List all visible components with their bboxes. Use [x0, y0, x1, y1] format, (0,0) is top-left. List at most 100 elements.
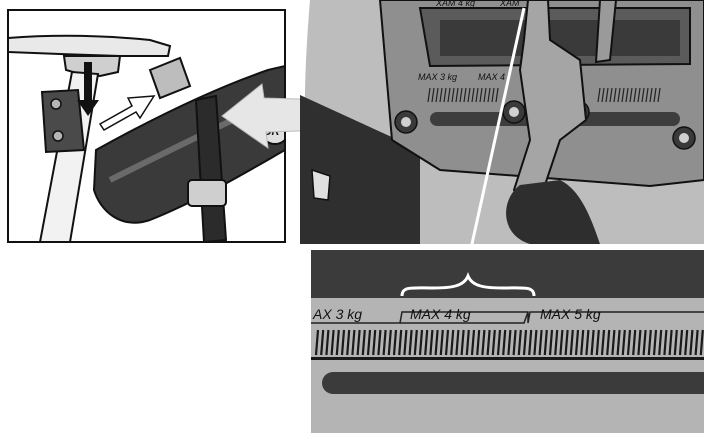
seat-tube	[300, 95, 420, 244]
scale-tick	[429, 329, 434, 356]
scale-tick	[538, 329, 543, 356]
scale-tick	[548, 329, 554, 356]
scale-tick	[434, 329, 439, 356]
scale-tick	[647, 329, 652, 356]
saddle	[8, 34, 172, 57]
scale-step-outline	[311, 311, 704, 324]
plate-tick-scale	[427, 87, 661, 103]
scale-tick	[351, 329, 356, 356]
screw-icon	[672, 126, 696, 150]
scale-tick	[585, 329, 590, 356]
scale-tick	[403, 329, 408, 356]
scale-tick	[699, 329, 704, 356]
scale-tick	[408, 329, 413, 356]
scale-tick	[517, 329, 522, 356]
scale-label-5kg: MAX 5 kg	[540, 306, 601, 322]
scale-tick	[621, 329, 626, 356]
mount-plate-panel: XAM 4 kg XAM MAX 3 kg MAX 4	[300, 0, 704, 244]
scale-tick	[424, 329, 429, 356]
scale-tick	[678, 329, 684, 356]
scale-tick	[611, 329, 616, 356]
plate-top-label: XAM 4 kg	[435, 0, 475, 8]
scale-tick	[356, 329, 361, 356]
bag-rail	[148, 56, 192, 100]
plate-scale-label: MAX 4	[478, 72, 505, 82]
screw-icon	[394, 110, 418, 134]
scale-tick	[689, 329, 694, 356]
scale-tick	[658, 329, 663, 356]
scale-tick	[340, 329, 346, 356]
scale-tick	[590, 329, 595, 356]
scale-tick	[616, 329, 621, 356]
scale-tick	[668, 329, 673, 356]
scale-tick	[637, 329, 642, 356]
scale-tick	[465, 329, 470, 356]
scale-tick	[361, 329, 366, 356]
plate-scale-label: MAX 3 kg	[418, 72, 457, 82]
scale-label-3kg: AX 3 kg	[312, 306, 362, 322]
seatpost-strap-block	[40, 88, 86, 154]
scale-tick	[335, 329, 340, 356]
scale-tick	[580, 329, 585, 356]
scale-tick	[325, 329, 330, 356]
detail-slot	[322, 372, 704, 394]
scale-tick	[569, 329, 574, 356]
scale-tick	[652, 329, 658, 356]
scale-tick	[507, 329, 512, 356]
scale-tick	[366, 329, 372, 356]
scale-tick	[450, 329, 455, 356]
scale-tick	[663, 329, 668, 356]
scale-tick	[496, 329, 502, 356]
scale-tick	[382, 329, 387, 356]
scale-detail-panel: AX 3 kg MAX 4 kg MAX 5 kg	[311, 250, 704, 433]
scale-tick	[559, 329, 564, 356]
scale-tick	[481, 329, 486, 356]
scale-tick	[387, 329, 392, 356]
scale-tick	[564, 329, 569, 356]
scale-tick	[528, 329, 533, 356]
scale-tick	[606, 329, 611, 356]
small-clip	[311, 168, 331, 201]
scale-tick	[491, 329, 496, 356]
scale-tick	[595, 329, 600, 356]
scale-step-highlight	[400, 311, 529, 324]
scale-tick	[626, 329, 632, 356]
scale-tick	[418, 329, 424, 356]
scale-tick	[600, 329, 606, 356]
strap-hook	[506, 180, 600, 244]
down-arrow-icon	[77, 62, 99, 116]
screw-icon	[502, 100, 526, 124]
scale-tick	[455, 329, 460, 356]
scale-tick	[314, 329, 320, 356]
scale-tick	[330, 329, 335, 356]
scale-ticks	[314, 329, 704, 356]
scale-tick	[320, 329, 325, 356]
scale-tick	[413, 329, 418, 356]
scale-tick	[632, 329, 637, 356]
scale-tick	[470, 329, 476, 356]
scale-tick	[502, 329, 507, 356]
scale-tick	[486, 329, 491, 356]
detail-pointer-line	[466, 7, 526, 263]
scale-tick	[522, 329, 528, 356]
scale-label-4kg: MAX 4 kg	[410, 306, 471, 322]
clamp-lever-shadow	[594, 0, 618, 64]
highlight-bracket	[400, 271, 536, 297]
scale-tick	[684, 329, 689, 356]
scale-tick	[673, 329, 678, 356]
bolt-icon	[50, 98, 62, 110]
scale-base-line	[311, 357, 704, 360]
scale-tick	[372, 329, 377, 356]
scale-tick	[476, 329, 481, 356]
scale-tick	[392, 329, 398, 356]
plate-top-label: XAM	[499, 0, 520, 8]
scale-tick	[377, 329, 382, 356]
detail-recess	[311, 250, 704, 298]
scale-tick	[439, 329, 444, 356]
scale-tick	[512, 329, 517, 356]
scale-tick	[398, 329, 403, 356]
scale-tick	[444, 329, 450, 356]
scale-tick	[694, 329, 699, 356]
scale-tick	[642, 329, 647, 356]
